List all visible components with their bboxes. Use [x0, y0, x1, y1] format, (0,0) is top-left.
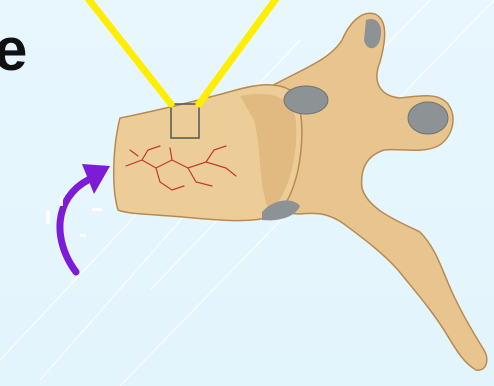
- speckle-artifacts: [46, 196, 102, 237]
- superior-facet: [284, 86, 328, 114]
- posterior-facet: [408, 102, 448, 134]
- partial-heading-text: e: [0, 20, 27, 80]
- curved-arrow-icon: [60, 164, 110, 272]
- vertebra-illustration: [114, 13, 487, 370]
- spinous-process: [268, 13, 487, 370]
